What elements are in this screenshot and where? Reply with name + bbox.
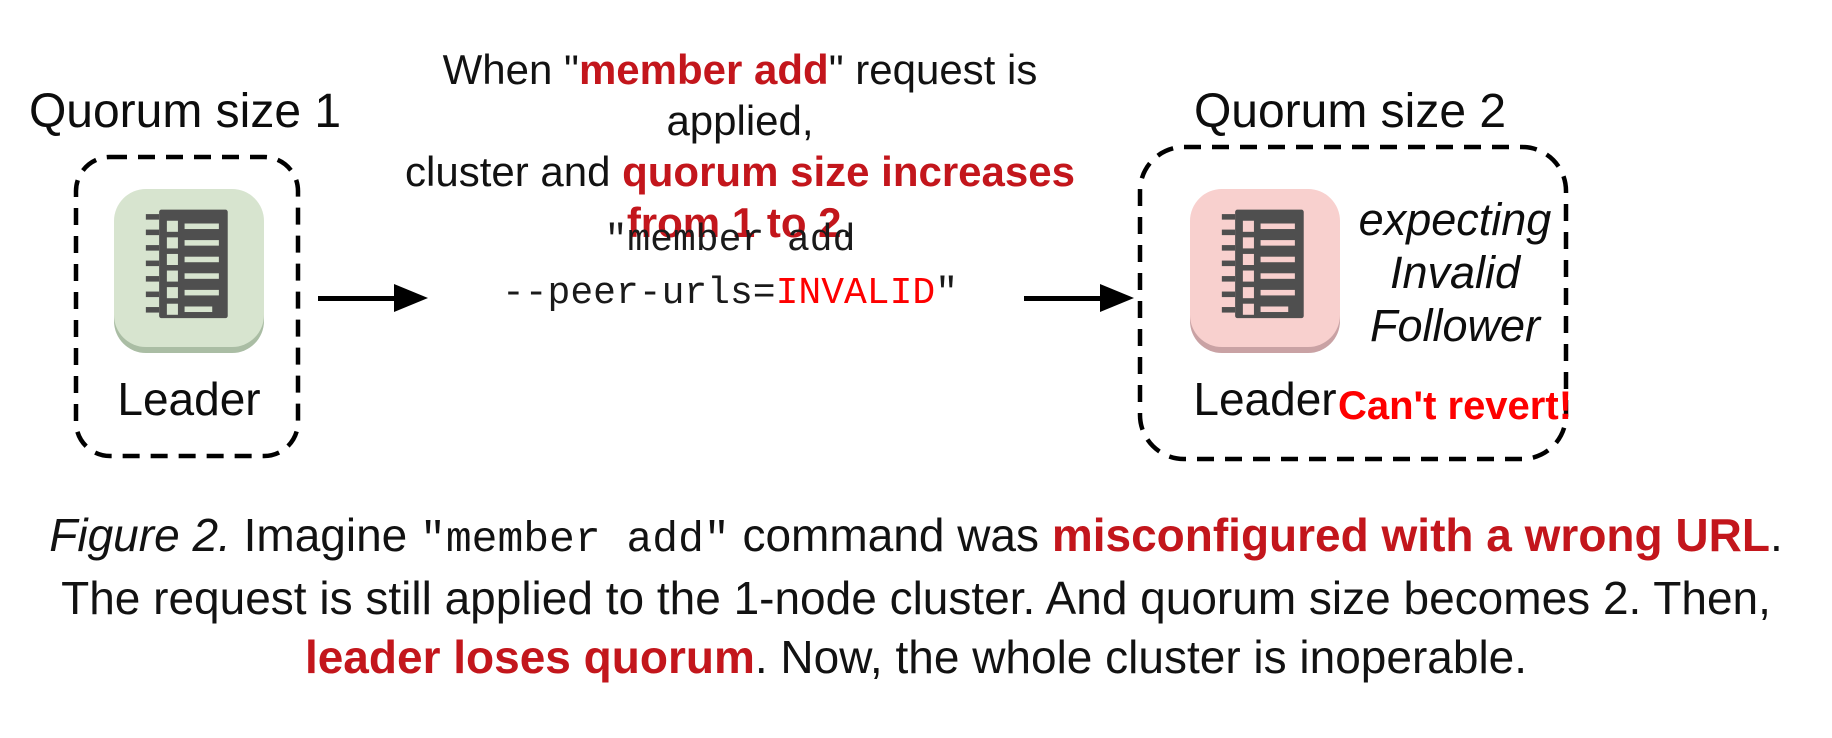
annotation-red-from-1-to-2: from 1 to 2 — [626, 199, 842, 246]
figure-label: Figure 2. — [49, 509, 231, 561]
annotation-line-2: cluster and quorum size increases — [405, 148, 1075, 195]
annotation-line-1: When "member add" request is applied, — [442, 46, 1038, 144]
annotation-line-3: from 1 to 2. — [626, 199, 854, 246]
command-line-2: --peer-urls=INVALID" — [501, 272, 959, 315]
cant-revert-warning: Can't revert! — [1337, 384, 1573, 428]
caption-line-1: Figure 2. Imagine "member add" command w… — [49, 509, 1783, 564]
expecting-invalid-follower-note: expecting Invalid Follower — [1358, 194, 1552, 351]
caption-code-member-add: "member add" — [420, 515, 730, 564]
right-cluster-dashed-box — [1137, 144, 1569, 462]
right-cluster-title: Quorum size 2 — [1193, 85, 1507, 138]
left-cluster-title: Quorum size 1 — [28, 85, 342, 138]
arrow-right-icon — [1024, 284, 1134, 312]
annotation-red-quorum-increases: quorum size increases — [622, 148, 1075, 195]
caption-red-leader-loses-quorum: leader loses quorum — [304, 631, 755, 683]
log-ledger-icon — [1221, 209, 1304, 319]
left-cluster-dashed-box — [73, 154, 301, 459]
annotation-red-member-add: member add — [578, 46, 829, 93]
leader-node-tile-left — [114, 189, 264, 347]
figure-caption: Figure 2. Imagine "member add" command w… — [20, 506, 1812, 687]
command-invalid-url: INVALID — [775, 272, 936, 315]
caption-red-misconfigured: misconfigured with a wrong URL — [1051, 509, 1770, 561]
member-add-annotation: When "member add" request is applied, cl… — [370, 44, 1110, 248]
caption-line-2: The request is still applied to the 1-no… — [61, 572, 1771, 624]
leader-label-left: Leader — [117, 373, 261, 425]
log-ledger-icon — [145, 209, 228, 319]
arrow-right-icon — [318, 284, 428, 312]
command-line-1: "member add — [604, 219, 856, 262]
caption-line-3: leader loses quorum. Now, the whole clus… — [304, 631, 1528, 683]
leader-node-tile-right — [1190, 189, 1340, 347]
leader-label-right: Leader — [1193, 373, 1337, 425]
member-add-command: "member add --peer-urls=INVALID" — [370, 214, 1090, 320]
